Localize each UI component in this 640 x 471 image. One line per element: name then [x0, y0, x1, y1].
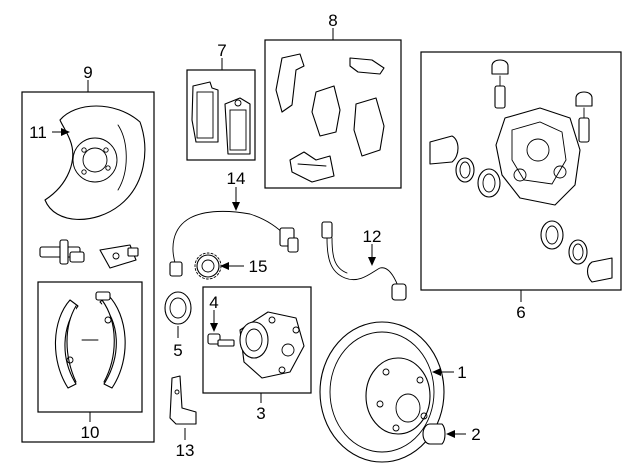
callout-4: 4 [209, 293, 218, 312]
hub-bearing [239, 311, 305, 379]
callout-3: 3 [256, 404, 265, 423]
tone-ring [194, 252, 222, 280]
box-hub-bearing [202, 286, 312, 394]
brake-rotor [319, 321, 445, 463]
mounting-bracket [169, 375, 197, 425]
callout-12: 12 [363, 227, 382, 246]
callout-10: 10 [81, 423, 100, 442]
lug-nut [422, 423, 446, 445]
box-rear-pads [186, 69, 256, 161]
callout-15: 15 [249, 257, 268, 276]
callout-8: 8 [328, 11, 337, 30]
callout-14: 14 [227, 169, 246, 188]
arrow-15 [220, 262, 229, 270]
callout-1: 1 [457, 363, 466, 382]
abs-sensor [169, 210, 299, 277]
arrow-4 [210, 323, 218, 332]
arrow-1 [432, 368, 441, 376]
arrow-12 [368, 257, 376, 266]
box-brake-shoes [37, 281, 143, 413]
dust-shield [44, 105, 146, 220]
pad-hardware [275, 53, 385, 183]
callout-6: 6 [516, 303, 525, 322]
callout-7: 7 [217, 41, 226, 60]
caliper-assembly [429, 59, 613, 283]
callout-13: 13 [176, 441, 195, 460]
brake-hose [321, 221, 407, 301]
hub-seal [164, 291, 192, 325]
arrow-14 [232, 202, 240, 211]
hub-bolt [207, 333, 235, 347]
callout-5: 5 [173, 341, 182, 360]
callout-2: 2 [471, 425, 480, 444]
arrow-2 [446, 430, 455, 438]
brake-shoes [54, 291, 126, 389]
parking-brake-hardware [39, 239, 139, 269]
brake-pads [191, 81, 251, 155]
callout-9: 9 [83, 63, 92, 82]
arrow-11 [61, 128, 70, 136]
callout-11: 11 [29, 123, 47, 142]
